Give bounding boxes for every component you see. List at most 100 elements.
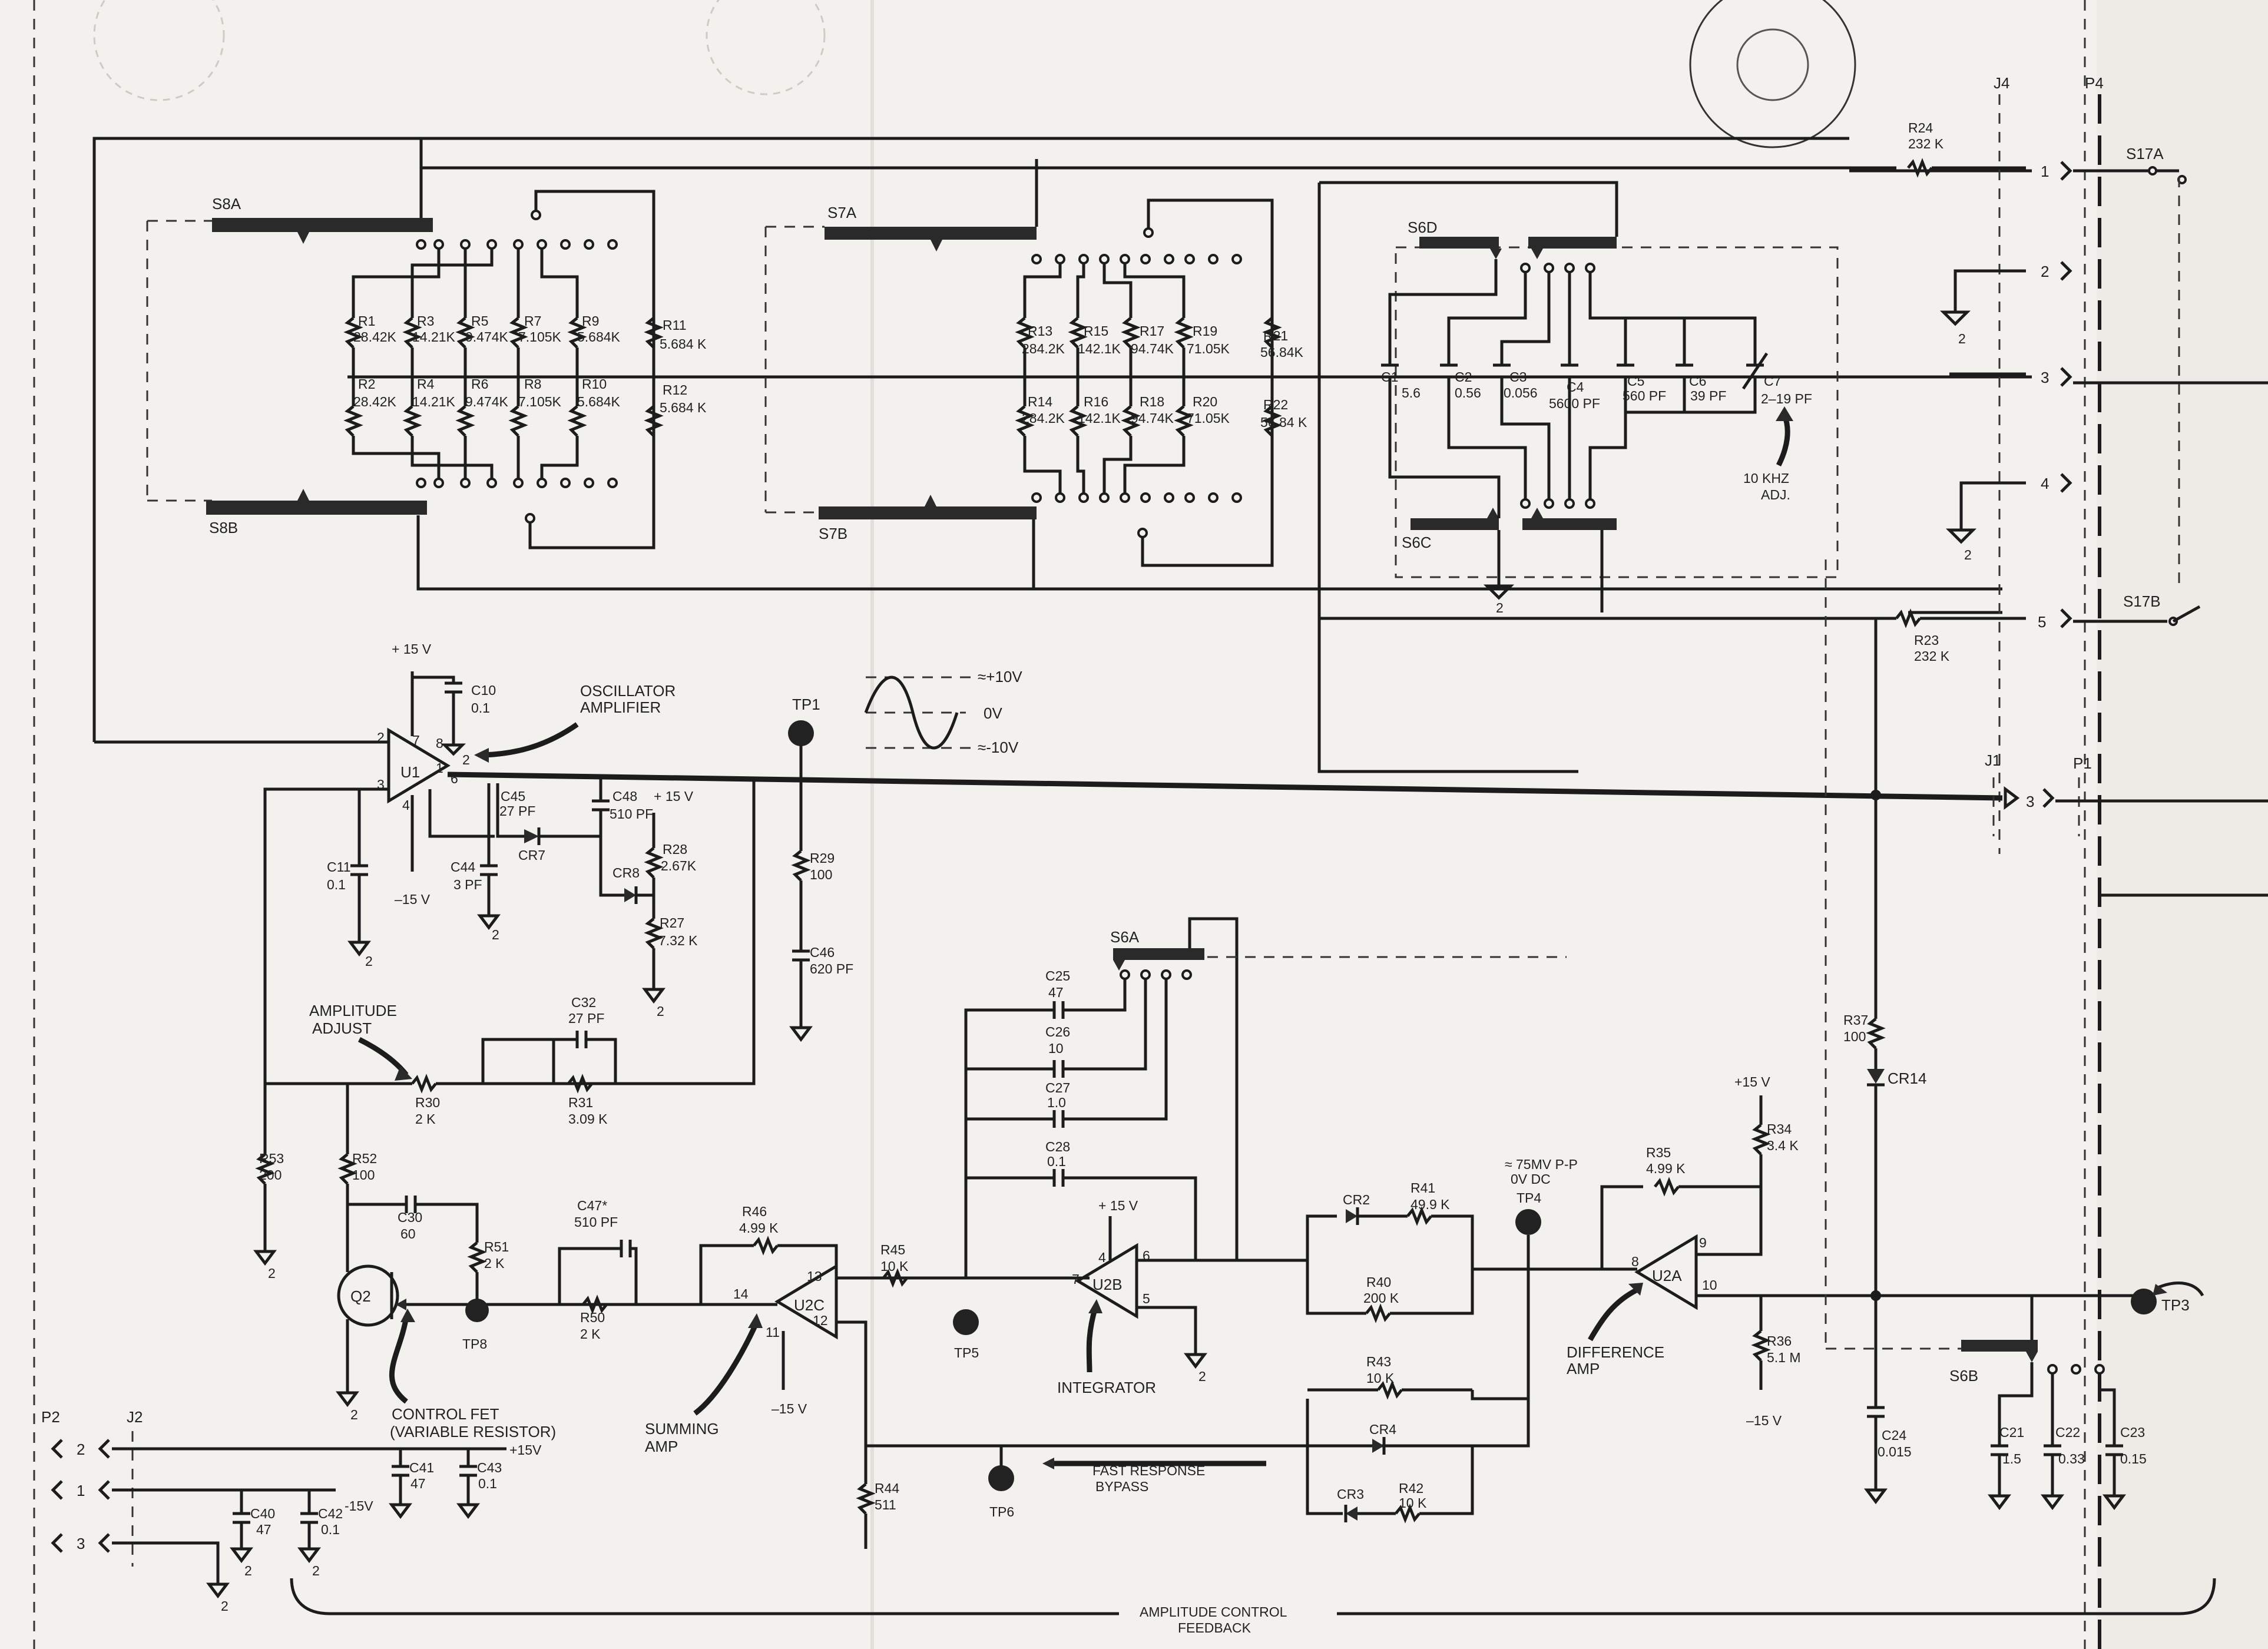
svg-text:R44: R44 bbox=[875, 1481, 899, 1496]
svg-text:7: 7 bbox=[1072, 1271, 1080, 1287]
switch-bar-s7a bbox=[825, 227, 1037, 240]
svg-text:C45: C45 bbox=[501, 789, 525, 804]
u2c-label: U2C bbox=[794, 1296, 825, 1314]
svg-text:2: 2 bbox=[77, 1441, 85, 1458]
svg-text:27 PF: 27 PF bbox=[568, 1011, 604, 1026]
amplitude-adjust-label-1: AMPLITUDE bbox=[309, 1002, 397, 1019]
svg-text:R37: R37 bbox=[1843, 1012, 1868, 1028]
svg-text:11: 11 bbox=[766, 1325, 780, 1340]
diode-cr4: CR4 bbox=[1369, 1422, 1396, 1455]
control-fet-label-1: CONTROL FET bbox=[392, 1405, 499, 1423]
svg-text:2: 2 bbox=[1958, 331, 1966, 346]
s8-resistor-bank: S8A S8B bbox=[146, 138, 2032, 591]
svg-text:510 PF: 510 PF bbox=[574, 1214, 618, 1230]
resistor-r6: R69.474K bbox=[455, 376, 509, 437]
op-amp-u2b bbox=[1075, 1243, 1138, 1319]
svg-text:R27: R27 bbox=[660, 915, 684, 931]
u2c-minus-supply: –15 V bbox=[772, 1401, 807, 1416]
difference-amp-label-1: DIFFERENCE bbox=[1567, 1343, 1664, 1361]
pin-j4-2: 2 bbox=[1954, 261, 2072, 312]
svg-text:R16: R16 bbox=[1084, 394, 1108, 409]
svg-text:47: 47 bbox=[1048, 985, 1064, 1000]
test-point-tp4 bbox=[1515, 1209, 1541, 1235]
wave-bot-label: ≈-10V bbox=[978, 739, 1019, 756]
svg-text:9.474K: 9.474K bbox=[465, 329, 509, 345]
svg-text:7.105K: 7.105K bbox=[518, 394, 562, 409]
svg-text:510 PF: 510 PF bbox=[610, 806, 653, 822]
pin-j2-3: 3 bbox=[51, 1533, 110, 1553]
switch-bar-s6a bbox=[1113, 948, 1204, 960]
switch-s7a-label: S7A bbox=[827, 204, 857, 221]
svg-text:47: 47 bbox=[256, 1522, 272, 1537]
svg-text:C47*: C47* bbox=[577, 1198, 607, 1213]
svg-text:C24: C24 bbox=[1882, 1428, 1906, 1443]
pin-j4-5: 5 bbox=[2038, 608, 2072, 631]
svg-text:71.05K: 71.05K bbox=[1187, 410, 1230, 426]
svg-text:CR8: CR8 bbox=[612, 865, 640, 880]
svg-text:2: 2 bbox=[312, 1563, 320, 1578]
diode-cr3: CR3 bbox=[1337, 1486, 1364, 1522]
svg-text:4.99 K: 4.99 K bbox=[739, 1220, 779, 1236]
svg-text:3 PF: 3 PF bbox=[453, 877, 482, 892]
svg-text:5.684 K: 5.684 K bbox=[660, 336, 707, 352]
tp1-label: TP1 bbox=[792, 696, 820, 713]
svg-text:620 PF: 620 PF bbox=[810, 961, 853, 976]
svg-text:56.84K: 56.84K bbox=[1260, 345, 1304, 360]
svg-text:4: 4 bbox=[1098, 1250, 1106, 1265]
svg-text:100: 100 bbox=[810, 867, 832, 882]
svg-text:R40: R40 bbox=[1366, 1274, 1391, 1290]
r36-minus-supply: –15 V bbox=[1746, 1413, 1782, 1428]
svg-text:2: 2 bbox=[462, 752, 470, 767]
control-fet-label-2: (VARIABLE RESISTOR) bbox=[390, 1423, 556, 1441]
tp3-label: TP3 bbox=[2161, 1296, 2190, 1314]
svg-text:0.1: 0.1 bbox=[1047, 1154, 1066, 1169]
switch-s17b-label: S17B bbox=[2123, 592, 2161, 610]
svg-text:2: 2 bbox=[1198, 1369, 1206, 1384]
svg-text:CR3: CR3 bbox=[1337, 1486, 1364, 1502]
svg-text:13: 13 bbox=[807, 1269, 822, 1284]
switch-s7b-label: S7B bbox=[819, 525, 847, 542]
capacitor-c2: C20.56 bbox=[1440, 363, 1481, 400]
switch-bar-s6b bbox=[1961, 1340, 2038, 1352]
svg-text:R36: R36 bbox=[1767, 1333, 1792, 1349]
svg-text:R4: R4 bbox=[417, 376, 435, 392]
tp4-annotation-2: 0V DC bbox=[1511, 1171, 1551, 1187]
switch-bar-s6d-b bbox=[1528, 237, 1617, 249]
svg-text:511: 511 bbox=[875, 1497, 896, 1512]
svg-text:10 K: 10 K bbox=[880, 1259, 909, 1274]
svg-text:0.1: 0.1 bbox=[471, 700, 490, 716]
summing-amp-label-1: SUMMING bbox=[645, 1420, 719, 1438]
svg-text:100: 100 bbox=[1843, 1029, 1866, 1044]
svg-text:R7: R7 bbox=[524, 313, 541, 329]
svg-text:8: 8 bbox=[436, 736, 443, 751]
svg-text:C27: C27 bbox=[1045, 1080, 1070, 1095]
u2b-label: U2B bbox=[1092, 1276, 1123, 1293]
svg-text:C3: C3 bbox=[1509, 369, 1527, 385]
svg-text:C23: C23 bbox=[2120, 1425, 2145, 1440]
svg-text:5.684K: 5.684K bbox=[577, 329, 621, 345]
resistor-r9: R95.684K bbox=[567, 313, 621, 349]
svg-text:R45: R45 bbox=[880, 1242, 905, 1257]
svg-text:2: 2 bbox=[350, 1407, 358, 1422]
switch-s17a-label: S17A bbox=[2126, 145, 2164, 163]
wave-top-label: ≈+10V bbox=[978, 668, 1022, 686]
